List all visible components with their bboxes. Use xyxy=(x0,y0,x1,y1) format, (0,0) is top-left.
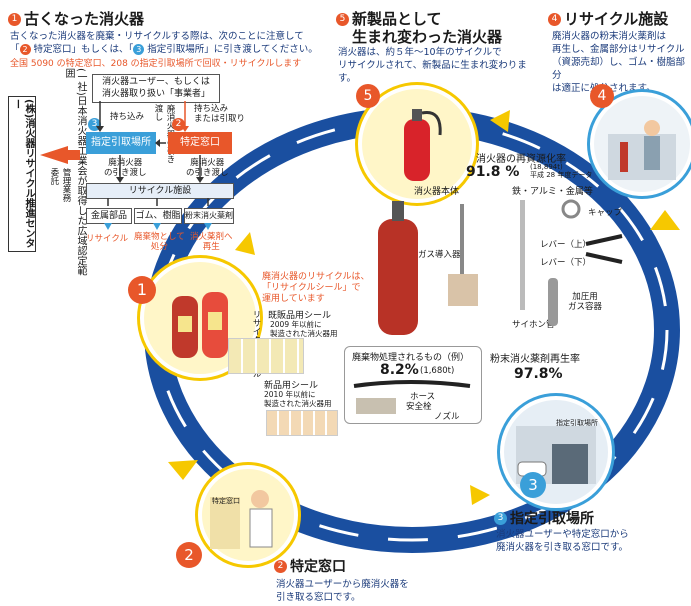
step4-circle xyxy=(590,92,691,196)
sec1-num: 1 xyxy=(8,13,21,26)
powder-rate-value: 97.8% xyxy=(514,366,563,382)
step1-circle xyxy=(140,258,260,378)
flow-num2: 2 xyxy=(172,118,185,131)
sec1-desc-num2: 2 xyxy=(19,44,31,55)
step3-circle xyxy=(500,396,612,508)
carry-or-take-label: 持ち込み または引取り xyxy=(194,104,246,124)
hose-label: ホース xyxy=(410,392,436,402)
siphon-tube-icon xyxy=(520,200,525,310)
extinguisher-body-icon xyxy=(378,201,418,335)
sec1-desc-num3: 3 xyxy=(133,44,145,55)
out2-label: 廃棄物として 処分 xyxy=(134,232,185,252)
sec5-num: 5 xyxy=(336,13,349,26)
waste-note: (1,680t) xyxy=(420,366,455,376)
step3-badge: 3 xyxy=(520,472,546,498)
handover2-label: 廃消火器 の引き渡し xyxy=(186,158,229,178)
designated-box: 指定引取場所 xyxy=(86,132,156,154)
sec2-num: 2 xyxy=(274,560,287,573)
lever-up-icon xyxy=(585,234,623,246)
nozzle-label: ノズル xyxy=(434,412,460,422)
arrow-4-to-5 xyxy=(490,110,510,132)
sec2-desc: 消火器ユーザーから廃消火器を 引き取る窓口です。 xyxy=(276,579,409,603)
seal-note: 廃消火器のリサイクルは、 「リサイクルシール」で 運用しています xyxy=(262,272,370,304)
arrow-2-to-3 xyxy=(470,485,490,505)
facility-worker-icon xyxy=(608,120,676,180)
sec4-title: リサイクル施設 xyxy=(564,10,669,28)
recycle-facility-box: リサイクル施設 xyxy=(86,183,234,199)
hose-icon xyxy=(353,380,471,388)
sec3-title: 指定引取場所 xyxy=(510,511,594,527)
specified-box: 特定窓口 xyxy=(168,132,232,154)
rate-label: 消火器の再資源化率 xyxy=(476,154,566,165)
out3-label: 消火薬剤へ 再生 xyxy=(190,232,233,252)
sec4-num: 4 xyxy=(548,13,561,26)
metals-label: 鉄・アルミ・金属等 xyxy=(512,187,593,197)
new-seal-desc: 2010 年以前に 製造された消火器用 xyxy=(264,390,332,408)
body-label: 消火器本体 xyxy=(414,187,460,197)
rate-notes: (18,894t) 平成 28 年度データ xyxy=(530,163,593,179)
safety-pin-label: 安全栓 xyxy=(406,402,432,412)
sec2-title: 特定窓口 xyxy=(290,559,346,575)
powder-rate-label: 粉末消火薬剤再生率 xyxy=(490,354,580,365)
waste-parts-image xyxy=(356,398,396,414)
sec4-desc: 廃消火器の粉末消火薬剤は 再生し、金属部分はリサイクル （資源売却）し、ゴム・樹… xyxy=(552,31,686,94)
lever-up-label: レバー（上） xyxy=(540,240,592,250)
out1-label: リサイクル xyxy=(86,234,129,244)
old-seal-title: 既販品用シール xyxy=(268,311,332,321)
assoc-label: (一社)日本消火器工業会が取得した広域認定範囲 xyxy=(63,68,86,276)
sec3-desc: 消火器ユーザーや特定窓口から 廃消火器を引き取る窓口です。 xyxy=(496,529,629,553)
user-box: 消火器ユーザー、もしくは 消火器取り扱い「事業者」 xyxy=(92,74,220,103)
old-seal-desc: 2009 年以前に 製造された消火器用 xyxy=(270,320,338,338)
lever-down-icon xyxy=(585,252,623,264)
gas-container-label: 加圧用 ガス容器 xyxy=(568,292,603,312)
old-seal-image xyxy=(228,338,304,374)
waste-value: 8.2% xyxy=(380,362,419,378)
step5-badge: 5 xyxy=(356,84,380,108)
sec5-title2: 生まれ変わった消火器 xyxy=(352,28,503,46)
sec1-desc-line1: 古くなった消火器を廃棄・リサイクルする際は、次のことに注意して xyxy=(10,31,304,42)
gas-inlet-icon xyxy=(448,204,478,306)
old-extinguishers-icon xyxy=(172,292,228,358)
step2-badge: 2 xyxy=(176,542,202,568)
flow-arrows xyxy=(40,101,212,230)
mgmt-label: 管理業務 委託 xyxy=(49,168,71,202)
step4-badge: 4 xyxy=(590,84,614,108)
siphon-label: サイホン管 xyxy=(512,320,555,330)
sec3-num: 3 xyxy=(494,512,507,525)
cap-icon xyxy=(561,199,581,219)
step2-circle xyxy=(198,465,298,565)
step1-badge: 1 xyxy=(128,276,156,304)
gas-label: ガス導入器 xyxy=(418,250,461,260)
lever-down-label: レバー（下） xyxy=(540,258,592,268)
arrow-3-to-4 xyxy=(650,210,680,230)
sec1-note: 全国 5090 の特定窓口、208 の指定引取場所で回収・リサイクルします xyxy=(10,59,302,69)
sec5-desc: 消火器は、約５年〜10年のサイクルで リサイクルされて、新製品に生まれ変わります… xyxy=(338,47,527,84)
step3-sign: 指定引取場所 xyxy=(556,419,598,427)
new-seal-title: 新品用シール xyxy=(264,381,319,391)
step5-circle xyxy=(358,85,476,203)
center-label: (株)消火器リサイクル推進センター xyxy=(8,96,36,252)
gas-container-icon xyxy=(548,278,558,326)
carry-in-label: 持ち込み xyxy=(110,112,145,122)
sec5-title1: 新製品として xyxy=(352,10,442,28)
counter-staff-icon xyxy=(210,490,273,549)
new-extinguisher-icon xyxy=(404,109,442,181)
waste-label: 廃棄物処理されるもの（例） xyxy=(352,353,470,363)
rate-value: 91.8 % xyxy=(466,164,520,180)
handover1-label: 廃消火器 の引き渡し xyxy=(104,158,147,178)
step2-sign: 特定窓口 xyxy=(212,497,240,505)
cap-label: キャップ xyxy=(588,208,623,218)
new-seal-image xyxy=(266,410,338,436)
arrow-1-to-2 xyxy=(168,460,198,480)
arrow-5-to-1 xyxy=(235,232,255,255)
sec1-title: 古くなった消火器 xyxy=(24,10,145,28)
